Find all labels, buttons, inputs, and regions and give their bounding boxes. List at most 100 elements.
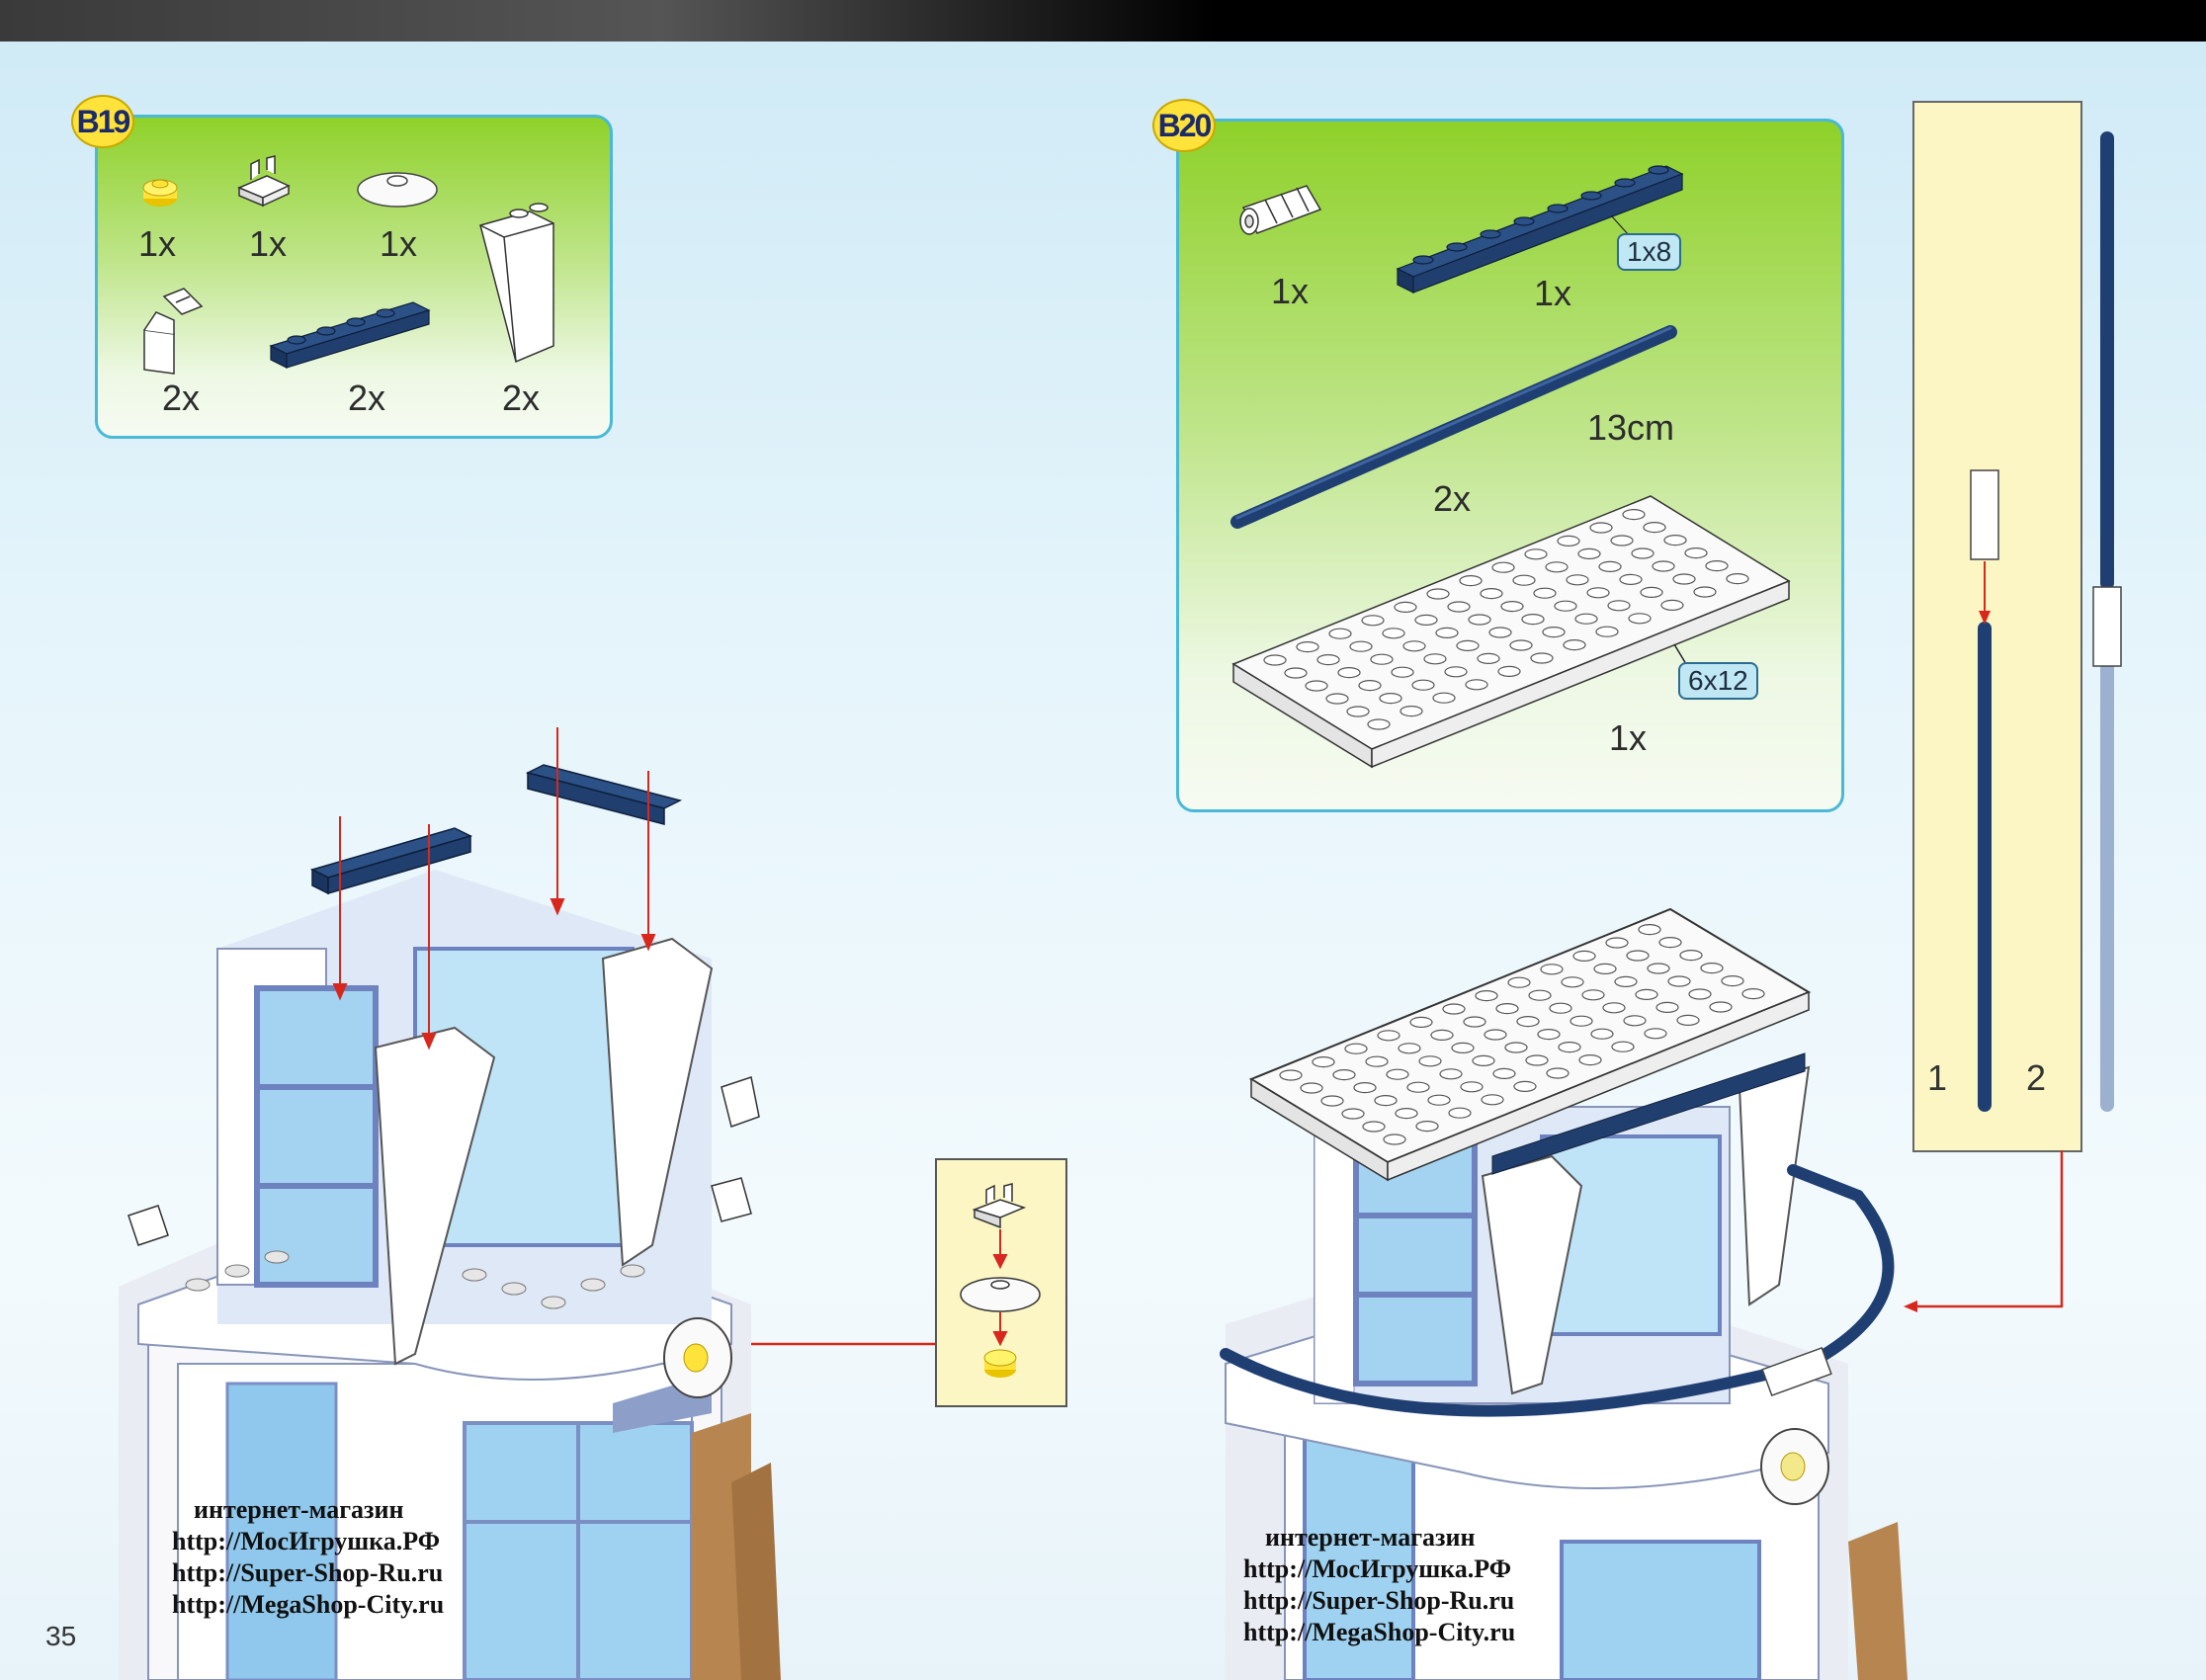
b20-qty-3: 2x xyxy=(1433,478,1472,519)
stud xyxy=(1358,679,1382,692)
shop-left-line-1: http://МосИгрушка.РФ xyxy=(172,1527,441,1555)
stud xyxy=(1312,1055,1335,1068)
stud xyxy=(1328,628,1352,639)
tube-connector-icon xyxy=(1239,185,1322,235)
stud xyxy=(1578,1053,1602,1066)
stud xyxy=(1362,1121,1386,1133)
stud xyxy=(1577,547,1601,560)
stud xyxy=(1607,600,1631,612)
stud xyxy=(1516,1015,1540,1028)
stud xyxy=(1638,923,1661,936)
stud xyxy=(1468,614,1491,626)
stud xyxy=(1521,613,1545,626)
stud xyxy=(1488,627,1512,638)
b19-qty-3: 1x xyxy=(380,223,418,264)
stud xyxy=(1500,600,1524,613)
stud xyxy=(1693,586,1717,598)
stud xyxy=(1705,559,1729,572)
stud xyxy=(1709,1001,1733,1013)
stud xyxy=(1566,574,1589,586)
stud xyxy=(1688,988,1712,1000)
stud xyxy=(1484,1029,1507,1041)
shop-right-line-0: интернет-магазин xyxy=(1265,1523,1476,1552)
stud xyxy=(1456,639,1480,652)
stud xyxy=(1684,546,1708,559)
stud xyxy=(1459,574,1483,587)
stud xyxy=(1635,988,1658,1001)
round-plate-yellow-icon xyxy=(142,179,178,207)
stud xyxy=(1524,548,1548,560)
stud xyxy=(1589,522,1613,534)
stud xyxy=(1643,521,1666,534)
shop-left-line-3: http://MegaShop-City.ru xyxy=(172,1590,445,1619)
stud xyxy=(1284,667,1308,679)
stud xyxy=(1554,600,1577,612)
b19-qty-4: 2x xyxy=(162,378,201,418)
stud xyxy=(1581,989,1605,1001)
stud xyxy=(1610,535,1634,546)
clip-plate-icon xyxy=(237,155,291,208)
stud xyxy=(1406,1081,1430,1093)
stud xyxy=(1574,613,1598,625)
stud xyxy=(1472,1054,1495,1067)
stud xyxy=(1370,653,1394,665)
stud xyxy=(1631,547,1654,559)
stud xyxy=(1497,665,1521,678)
step-b19-badge: B19 xyxy=(71,95,134,148)
stud xyxy=(1477,652,1500,665)
stud xyxy=(1451,1042,1475,1054)
stud xyxy=(1382,628,1405,639)
stud xyxy=(1463,1016,1486,1028)
b20-size-6x12: 6x12 xyxy=(1678,662,1758,700)
stud xyxy=(1394,601,1417,614)
stud xyxy=(1590,1028,1614,1040)
stud xyxy=(1492,1067,1516,1080)
stud xyxy=(1667,975,1691,987)
shop-watermark-right: интернет-магазин http://МосИгрушка.РФ ht… xyxy=(1243,1522,1515,1648)
stud xyxy=(1721,974,1744,987)
stud xyxy=(1430,1029,1454,1042)
stud xyxy=(1435,627,1459,639)
stud xyxy=(1605,937,1629,949)
b20-qty-4: 1x xyxy=(1609,717,1648,758)
stud xyxy=(1349,640,1373,652)
stud xyxy=(1365,1055,1389,1067)
stud xyxy=(1480,587,1503,600)
stud xyxy=(1415,1120,1439,1133)
stud xyxy=(1409,1016,1433,1029)
b19-qty-1: 1x xyxy=(138,223,177,264)
b20-qty-1: 1x xyxy=(1271,271,1310,311)
b20-qty-2: 1x xyxy=(1534,273,1572,313)
stud xyxy=(1400,705,1423,717)
stud xyxy=(1741,987,1765,1000)
pole-step-2-label: 2 xyxy=(2026,1057,2047,1098)
stud xyxy=(1475,989,1498,1002)
shop-right-line-1: http://МосИгрушка.РФ xyxy=(1243,1554,1512,1583)
dish-icon xyxy=(357,172,438,208)
stud xyxy=(1332,1068,1356,1081)
shop-right-line-3: http://MegaShop-City.ru xyxy=(1243,1618,1516,1646)
stud xyxy=(1545,561,1569,573)
stud xyxy=(1611,1041,1635,1052)
stud xyxy=(1586,587,1610,599)
stud xyxy=(1614,975,1638,988)
stud xyxy=(1279,1069,1303,1081)
stud xyxy=(1557,535,1580,547)
stud xyxy=(1361,615,1385,627)
shop-right-line-2: http://Super-Shop-Ru.ru xyxy=(1243,1586,1515,1615)
pole-step-1-label: 1 xyxy=(1927,1057,1948,1098)
stud xyxy=(1296,640,1319,653)
stud xyxy=(1426,588,1450,600)
stud xyxy=(1395,1107,1418,1120)
stud xyxy=(1598,560,1622,573)
stud xyxy=(1563,638,1586,651)
stud xyxy=(1655,1001,1679,1014)
stud xyxy=(1652,560,1675,572)
stud xyxy=(1647,963,1670,974)
stud xyxy=(1572,950,1596,963)
stud xyxy=(1593,963,1617,975)
stud xyxy=(1507,976,1531,988)
